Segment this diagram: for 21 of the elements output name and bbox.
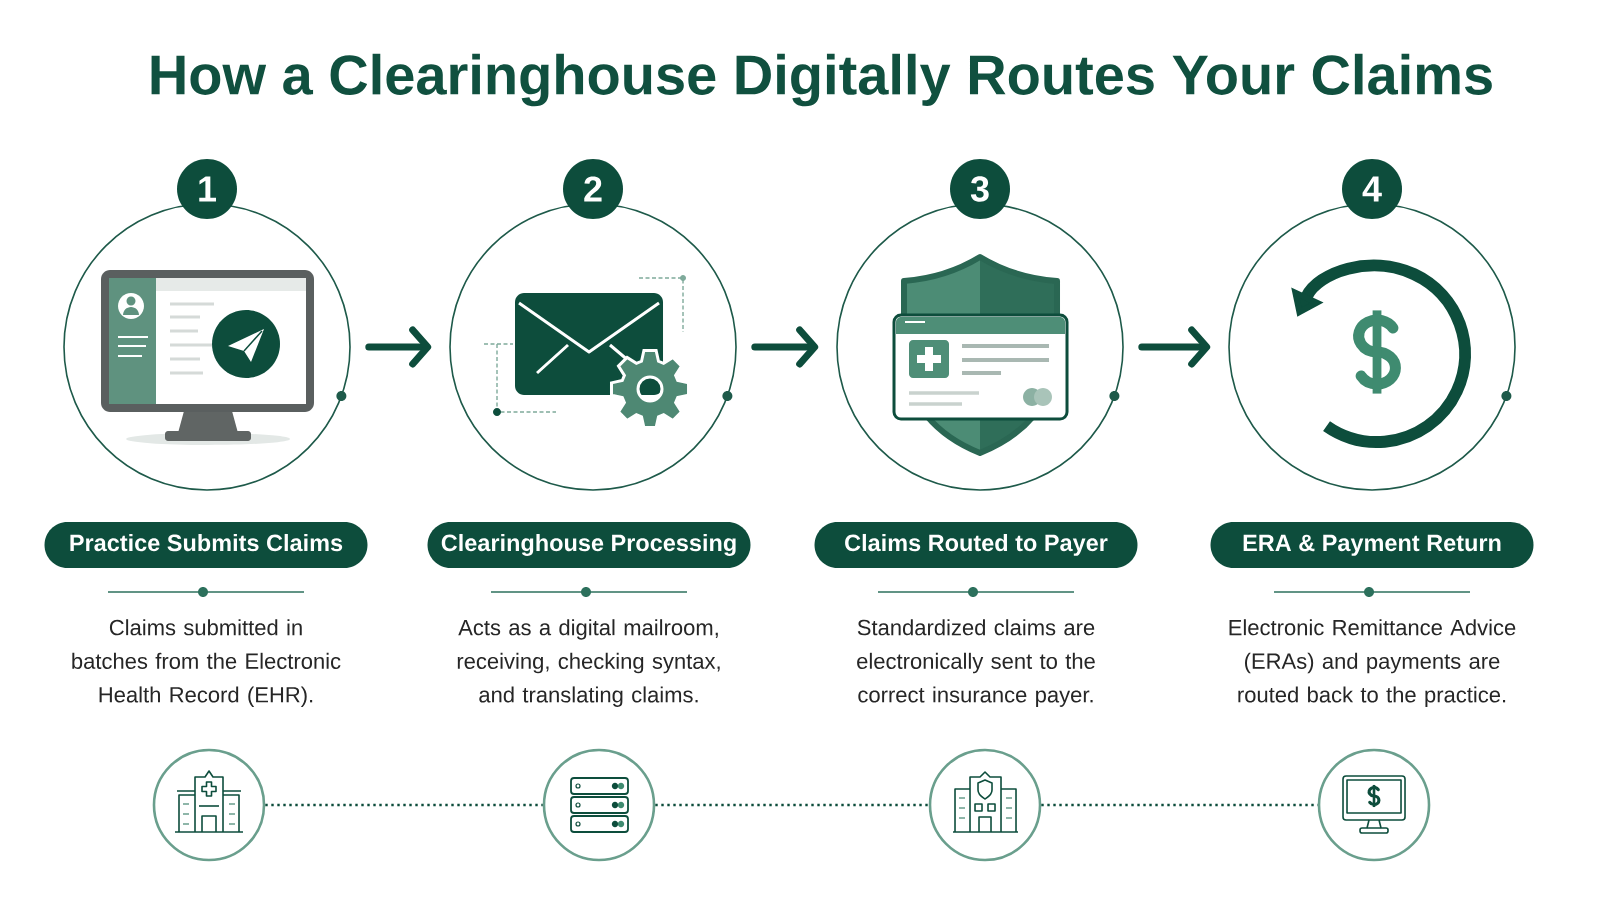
step-description: Acts as a digital mailroom, receiving, checking syntax, and translating claims. [457, 619, 720, 707]
dotted-line [655, 803, 929, 807]
title: How a Clearinghouse Digitally Routes Your Claims [151, 53, 1492, 107]
icon-circle [928, 748, 1042, 862]
step-title-pill: Clearinghouse Processing [427, 522, 751, 568]
step-number-badge: 2 [563, 159, 623, 219]
icon-circle [152, 748, 266, 862]
icon-circle [542, 748, 656, 862]
icon-circle [1317, 748, 1431, 862]
step-number-badge: 4 [1342, 159, 1402, 219]
step-title-pill: Claims Routed to Payer [814, 522, 1138, 568]
step-title-pill: Practice Submits Claims [44, 522, 368, 568]
illustration-circle [1228, 203, 1516, 491]
dotted-line [265, 803, 543, 807]
step-description: Electronic Remittance Advice (ERAs) and payments are routed back to the practice. [1229, 619, 1516, 707]
step-title-pill: ERA & Payment Return [1210, 522, 1534, 568]
dotted-line [1041, 803, 1318, 807]
step-number-badge: 1 [177, 159, 237, 219]
step-description: Claims submitted in batches from the Electronic Health Record (EHR). [72, 619, 341, 707]
step-description: Standardized claims are electronically sent to the correct insurance payer. [857, 619, 1095, 707]
step-number-badge: 3 [950, 159, 1010, 219]
